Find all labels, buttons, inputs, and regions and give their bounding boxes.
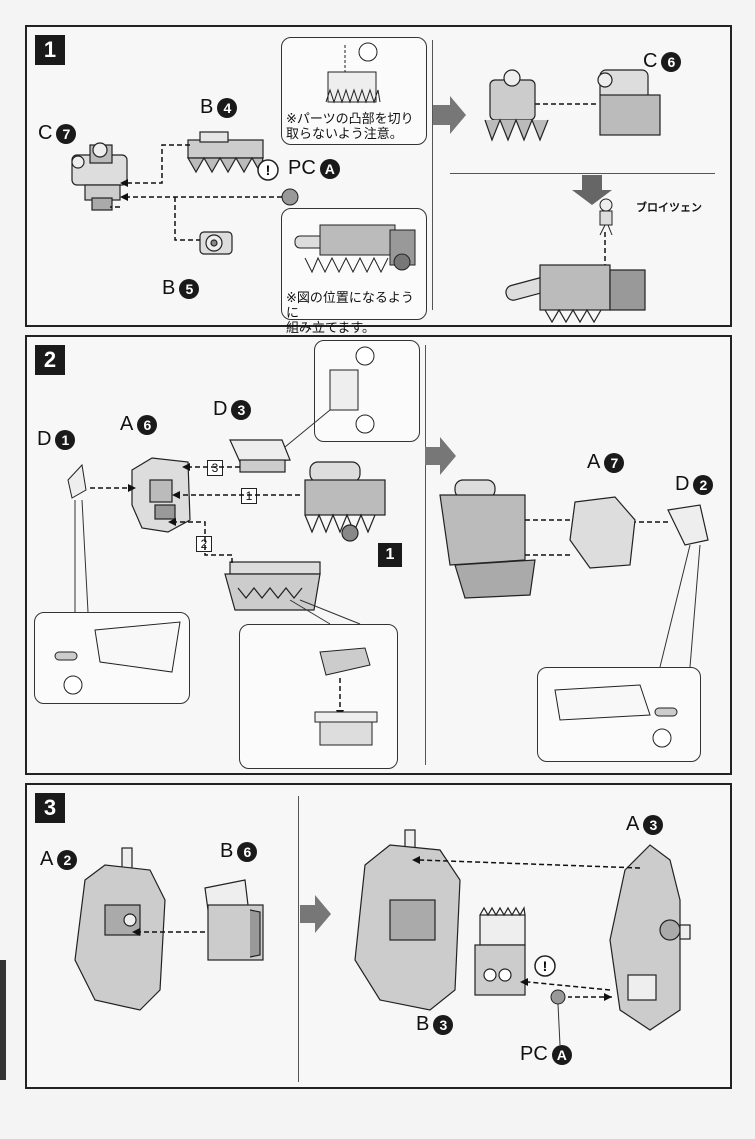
note-b8-a10-drawing xyxy=(314,647,378,746)
page-edge-bar xyxy=(0,960,6,1080)
note-1-drawing xyxy=(325,42,381,104)
warning-icon: ! xyxy=(257,159,279,181)
step-1-hdivider xyxy=(450,173,715,174)
note-cut-warning-text: ※パーツの凸部を切り 取らないよう注意。 xyxy=(286,112,414,142)
kit-name-label: ブロイツェン xyxy=(636,201,702,214)
step-1-dashed-arrows xyxy=(110,103,606,265)
warning-icon-step3: ! xyxy=(534,955,556,977)
note-position-text: ※図の位置になるように 組み立てます。 xyxy=(286,291,414,336)
step-2-divider xyxy=(425,345,426,765)
step-2-callout-lines xyxy=(74,409,701,668)
kit-figure-drawing xyxy=(599,198,613,236)
step-1-big-arrow xyxy=(433,96,466,134)
part-a6-drawing xyxy=(131,457,191,533)
step-1-result-bottom xyxy=(505,264,646,324)
substep-1-label: 1 xyxy=(241,487,257,505)
step-1-number: 1 xyxy=(35,35,65,65)
step-2-lower-part-drawing xyxy=(224,561,321,611)
step-2-big-arrow xyxy=(425,437,456,475)
svg-text:!: ! xyxy=(543,958,548,974)
note-2-drawing xyxy=(294,224,416,274)
note-d2-drawing xyxy=(554,684,678,748)
pc-a-leader-line xyxy=(557,1003,561,1046)
substep-2-label: 2 xyxy=(196,535,212,553)
pc-a-ball-step3 xyxy=(550,989,566,1005)
note-d3-drawing xyxy=(329,346,375,434)
step-2-result-drawing xyxy=(439,479,709,599)
svg-text:!: ! xyxy=(266,162,271,178)
step-3-dashed-arrows xyxy=(140,859,641,998)
step-2-number: 2 xyxy=(35,345,65,375)
down-arrow xyxy=(572,175,612,205)
step-1-reference: 1 xyxy=(378,543,402,567)
step-3-number: 3 xyxy=(35,793,65,823)
step-3-arrow-heads xyxy=(132,856,612,1001)
step-2-assembly-1-drawing xyxy=(304,461,386,542)
step-1-divider xyxy=(432,40,433,310)
part-b5-drawing xyxy=(199,231,233,255)
step-2-drawings xyxy=(54,346,709,748)
note-d1-drawing xyxy=(54,621,181,695)
part-c7-drawing xyxy=(71,142,128,211)
part-b6-drawing xyxy=(204,879,264,961)
step-3-big-arrow xyxy=(300,895,331,933)
substep-3-label: 3 xyxy=(207,459,223,477)
step-1-drawings: ! xyxy=(71,42,661,324)
step-1-result-top xyxy=(484,69,661,142)
part-a2-drawing xyxy=(74,847,166,1011)
part-b4-drawing xyxy=(186,131,264,174)
part-d3-drawing xyxy=(229,439,291,473)
part-a3-drawing xyxy=(609,844,691,1031)
part-b3-drawing xyxy=(474,906,526,996)
step-3-assembly-drawing xyxy=(354,829,461,1011)
step-3-divider xyxy=(298,796,299,1082)
part-d1-drawing xyxy=(67,463,87,499)
